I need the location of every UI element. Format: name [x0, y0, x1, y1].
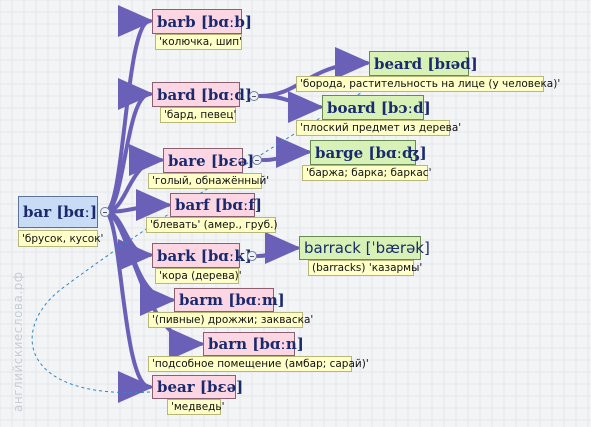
word-barrack[interactable]: barrack [ˈbærək]	[299, 236, 430, 260]
word-board[interactable]: board [bɔːd]	[322, 95, 431, 120]
word-beard[interactable]: beard [bɪəd]	[369, 51, 478, 76]
translation-bear: 'медведь'	[167, 399, 225, 415]
edge-bard-board	[258, 90, 324, 123]
edge-root-bard	[103, 78, 154, 214]
translation-barm: '(пивные) дрожжи; закваска'	[148, 312, 313, 328]
dashed-link-bear-beard	[31, 59, 416, 394]
collapse-bard-button[interactable]	[249, 91, 259, 101]
word-barb[interactable]: barb [bɑːb]	[152, 9, 252, 34]
translation-barf: 'блевать' (амер., груб.)	[146, 217, 278, 233]
collapse-bare-button[interactable]	[252, 155, 262, 165]
word-bare[interactable]: bare [bɛə]	[163, 148, 254, 173]
edge-root-bear	[103, 210, 154, 403]
word-barf[interactable]: barf [bɑːf]	[170, 193, 262, 217]
translation-bard: 'бард, певец'	[160, 107, 236, 123]
edge-bark-barrack	[256, 232, 301, 265]
translation-bark: 'кора (дерева)'	[155, 268, 242, 284]
translation-barb: 'колючка, шип'	[155, 34, 242, 50]
edge-root-barn	[103, 210, 205, 360]
root-word[interactable]: bar [bɑː]	[18, 196, 98, 228]
word-bear[interactable]: bear [bɛə]	[152, 375, 243, 399]
word-bard[interactable]: bard [bɑːd]	[152, 82, 252, 107]
word-bark[interactable]: bark [bɑːk]	[152, 243, 252, 268]
watermark: английскиеслова.рф	[11, 271, 25, 412]
translation-barge: 'баржа; барка; баркас'	[302, 165, 431, 181]
collapse-bark-button[interactable]	[247, 251, 257, 261]
translation-board: 'плоский предмет из дерева'	[296, 120, 461, 136]
root-translation: 'брусок, кусок'	[18, 230, 103, 247]
word-barn[interactable]: barn [bɑːn]	[203, 332, 304, 356]
translation-bare: 'голый, обнажённый'	[148, 173, 269, 189]
edge-root-barb	[103, 5, 154, 214]
edge-bare-barge	[261, 136, 312, 169]
word-barge[interactable]: barge [bɑːʤ]	[310, 140, 427, 165]
translation-barrack: (barracks) 'казармы'	[308, 260, 422, 276]
translation-beard: 'борода, растительность на лице (у челов…	[296, 76, 560, 92]
translation-barn: 'подсобное помещение (амбар; сарай)'	[148, 356, 369, 372]
collapse-root-button[interactable]	[100, 207, 110, 217]
word-barm[interactable]: barm [bɑːm]	[174, 288, 285, 312]
